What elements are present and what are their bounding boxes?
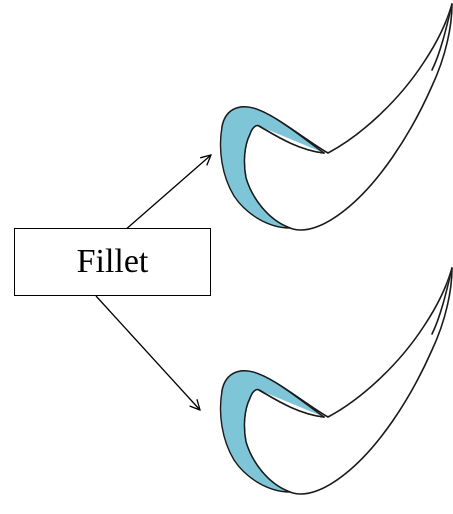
fillet-label: Fillet	[76, 243, 149, 280]
fillet-label-box: Fillet	[14, 228, 211, 296]
lower-arrow	[95, 295, 200, 410]
lower-blade	[219, 267, 453, 495]
upper-blade	[219, 3, 453, 231]
